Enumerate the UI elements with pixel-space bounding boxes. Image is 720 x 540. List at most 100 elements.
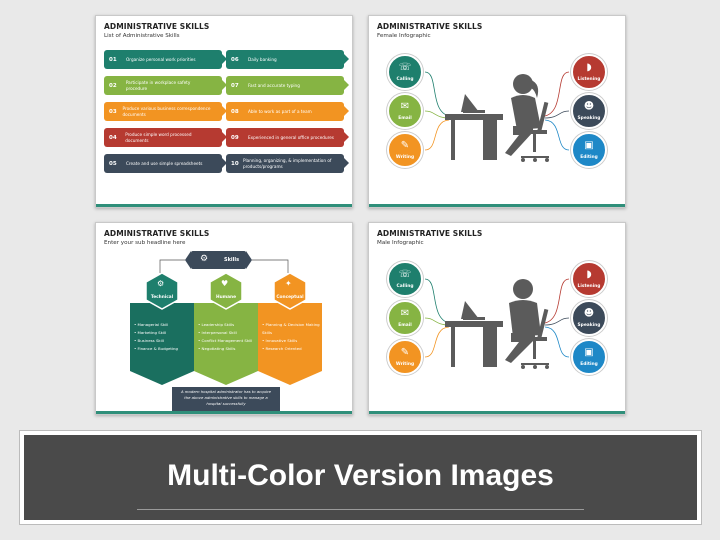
skill-circle-speaking: ☻ Speaking [571,93,607,129]
list-item-text: Able to work as part of a team [248,108,312,114]
woman-at-desk-illustration [445,74,549,162]
slide-title: ADMINISTRATIVE SKILLS [104,229,210,238]
list-item-text: Experienced in general office procedures [248,134,334,140]
arrow-tip [344,158,349,168]
skill-circle-label: Listening [577,284,601,289]
speaking-icon: ☻ [583,101,595,112]
list-item-number: 10 [231,160,239,167]
list-item-text: Organize personal work priorities [126,56,196,62]
list-item: Leadership Skills [198,321,256,329]
list-item-number: 06 [231,56,239,63]
skill-circle-label: Speaking [577,323,601,328]
list-item: Business Skill [134,337,192,345]
footer-box [172,387,280,411]
slide-title: ADMINISTRATIVE SKILLS [104,22,210,31]
skill-circle-editing: ▣ Editing [571,132,607,168]
list-item-number: 01 [109,56,117,63]
slide-subtitle: Male Infographic [377,240,424,246]
skill-circle-email: ✉Email [387,300,423,336]
skill-circle-label: Email [398,116,412,121]
slide-thumbnail-male-infographic[interactable]: ADMINISTRATIVE SKILLS Male Infographic [368,222,626,415]
conceptual-skill-list: Planning & Decision Making Skills Innova… [262,321,320,353]
column-label-humane: Humane [215,295,236,300]
slide-thumbnail-list[interactable]: ADMINISTRATIVE SKILLS List of Administra… [95,15,353,208]
list-item: Conflict Management Skill [198,337,256,345]
list-item: Managerial Skill [134,321,192,329]
humane-skill-list: Leadership Skills Interpersonal Skill Co… [198,321,256,353]
arrow-tip [344,132,349,142]
slide-title: ADMINISTRATIVE SKILLS [377,229,483,238]
list-item-number: 04 [109,134,117,141]
skill-circle-writing: ✎ Writing [387,339,423,375]
list-item-text: Produce simple word processed documents [125,132,192,143]
skill-circle-calling: ☏Calling [387,54,423,90]
slide-subtitle: Enter your sub headline here [104,240,186,246]
ear-icon: ◗ [586,62,592,73]
footer-text: A modern hospital administrator has to a… [180,389,271,406]
editing-icon: ▣ [584,347,594,358]
gear-icon: ⚙ [157,279,165,288]
skill-circle-calling: ☏ Calling [387,261,423,297]
handshake-icon: ♥ [221,279,229,288]
list-item-text: Fast and accurate typing [248,82,300,88]
slide-thumbnail-female-infographic[interactable]: ADMINISTRATIVE SKILLS Female Infographic [368,15,626,208]
technical-hexagon [145,272,179,310]
writing-icon: ✎ [400,347,410,358]
list-item: 08 Able to work as part of a team [226,102,349,121]
technical-skill-list: Managerial Skill Marketing Skill Busines… [134,321,192,353]
phone-icon: ☏ [398,269,412,280]
list-item: 04 Produce simple word processed document… [104,128,227,147]
skill-circle-writing: ✎Writing [387,132,423,168]
skill-circle-label: Listening [577,77,601,82]
slide-subtitle: List of Administrative Skills [104,33,180,39]
skill-circle-label: Writing [395,362,415,367]
skill-circle-label: Calling [396,284,414,289]
skill-circle-label: Email [398,323,412,328]
slide-thumbnail-skills-diagram[interactable]: ADMINISTRATIVE SKILLS Enter your sub hea… [95,222,353,415]
arrow-tip [344,80,349,90]
conceptual-hexagon [273,272,307,310]
arrow-tip [222,80,227,90]
list-item: 07 Fast and accurate typing [226,76,349,95]
list-item-number: 08 [231,108,239,115]
connector-lines [424,278,570,358]
editing-icon: ▣ [584,140,594,151]
slide-title: ADMINISTRATIVE SKILLS [377,22,483,31]
skill-circle-label: Editing [580,362,598,367]
humane-hexagon [209,272,243,310]
column-label-conceptual: Conceptual [276,295,304,300]
arrow-tip [222,132,227,142]
arrow-tip [222,158,227,168]
skills-header-label: Skills [224,257,240,263]
skill-circle-listening: ◗ Listening [571,54,607,90]
skills-header-box [191,251,246,269]
skills-diagram [130,251,322,411]
arrow-tip [222,54,227,64]
skill-circle-speaking: ☻ Speaking [571,300,607,336]
list-item-text: Daily banking [248,56,277,62]
list-item-number: 07 [231,82,239,89]
skill-circle-label: Speaking [577,116,601,121]
list-item-text: Create and use simple spreadsheets [126,160,203,166]
list-item-text: Planning, organizing, & implementation o… [242,158,332,169]
list-item-number: 03 [109,108,117,115]
banner-divider [137,509,584,510]
ear-icon: ◗ [586,269,592,280]
skill-circle-label: Editing [580,155,598,160]
list-item: Planning & Decision Making Skills [262,321,320,337]
column-label-technical: Technical [150,295,174,300]
list-item: Negotiating Skills [198,345,256,353]
arrow-tip [344,106,349,116]
arrow-tip [344,54,349,64]
list-item: 03 Produce various business correspondenc… [104,102,227,121]
skill-circle-listening: ◗ Listening [571,261,607,297]
list-item: Finance & Budgeting [134,345,192,353]
banner-title: Multi-Color Version Images [167,459,554,492]
slide-subtitle: Female Infographic [377,33,431,39]
list-item-text: Produce various business correspondence … [122,106,211,117]
writing-icon: ✎ [400,140,410,151]
speaking-icon: ☻ [583,308,595,319]
